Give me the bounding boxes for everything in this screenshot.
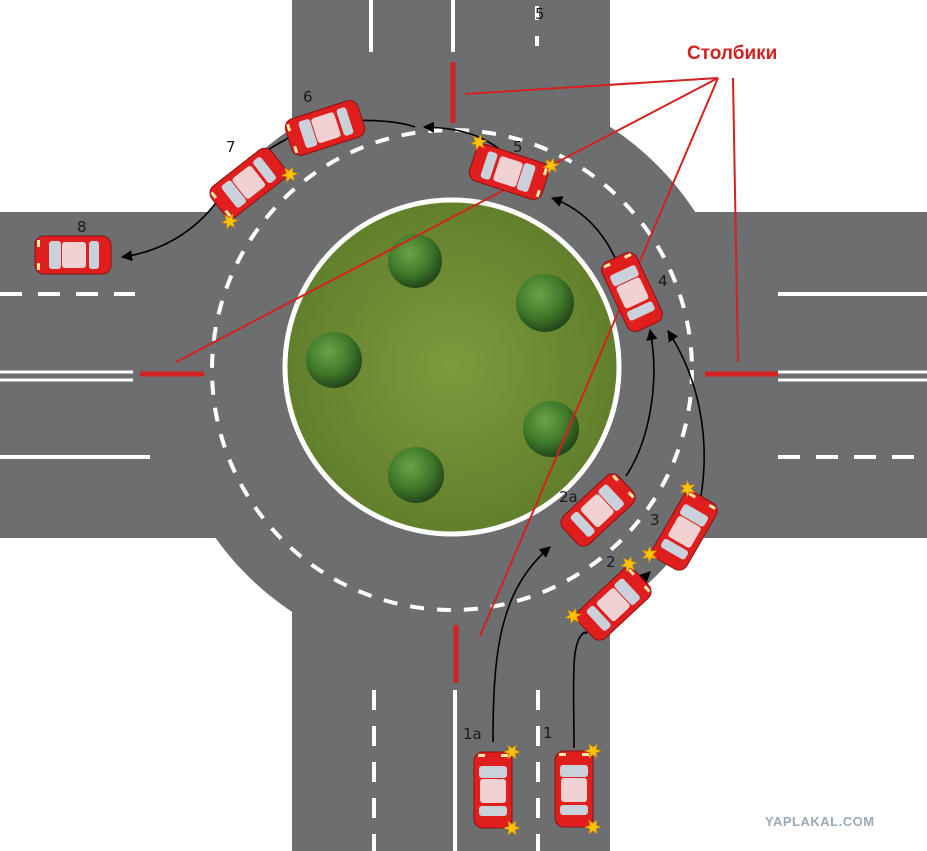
turn-signal-icon	[220, 213, 239, 230]
car-2	[564, 555, 652, 641]
bush-1	[388, 234, 442, 288]
turn-signal-icon	[280, 166, 299, 183]
path-1a	[492, 546, 551, 743]
label-car-1: 1	[543, 724, 553, 742]
car-2a	[560, 473, 636, 547]
label-car-8: 8	[77, 218, 87, 236]
label-road-top: 5	[535, 5, 545, 23]
car-1	[554, 743, 602, 835]
car-1a	[473, 744, 521, 836]
label-car-2: 2	[606, 553, 616, 571]
car-5	[468, 133, 560, 200]
car-3	[641, 479, 718, 571]
turn-signal-icon	[564, 607, 582, 625]
bollards	[140, 62, 778, 683]
path-3	[667, 330, 705, 497]
path-2a	[625, 328, 658, 477]
turn-signal-icon	[542, 157, 560, 175]
cars	[34, 100, 718, 836]
turn-signal-icon	[503, 744, 521, 760]
turn-signal-icon	[584, 743, 602, 759]
car-4	[601, 251, 663, 333]
turn-signal-icon	[470, 133, 488, 151]
annotation-lines	[175, 77, 739, 637]
label-car-2a: 2а	[559, 488, 578, 506]
path-4	[550, 196, 618, 263]
turn-signal-icon	[679, 479, 696, 498]
bush-4	[523, 401, 579, 457]
turn-signal-icon	[641, 545, 658, 564]
label-car-3: 3	[650, 511, 660, 529]
car-8	[34, 235, 112, 275]
bush-3	[306, 332, 362, 388]
car-7	[209, 147, 299, 230]
car-6	[284, 100, 366, 156]
turn-signal-icon	[503, 820, 521, 836]
bush-5	[388, 447, 444, 503]
turn-signal-icon	[584, 819, 602, 835]
label-car-6: 6	[303, 88, 313, 106]
central-island	[282, 197, 622, 537]
watermark: YAPLAKAL.COM	[765, 814, 875, 829]
label-car-1a: 1а	[463, 725, 482, 743]
bush-2	[516, 274, 574, 332]
car-labels: 1 1а 2 2а 3 4 5 6 7 8 5	[77, 5, 668, 743]
turn-signal-icon	[620, 555, 638, 573]
title-label: Столбики	[687, 43, 777, 64]
label-car-5: 5	[513, 138, 523, 156]
path-8	[120, 199, 219, 262]
label-car-7: 7	[226, 138, 236, 156]
label-car-4: 4	[658, 272, 668, 290]
path-1	[572, 631, 586, 749]
